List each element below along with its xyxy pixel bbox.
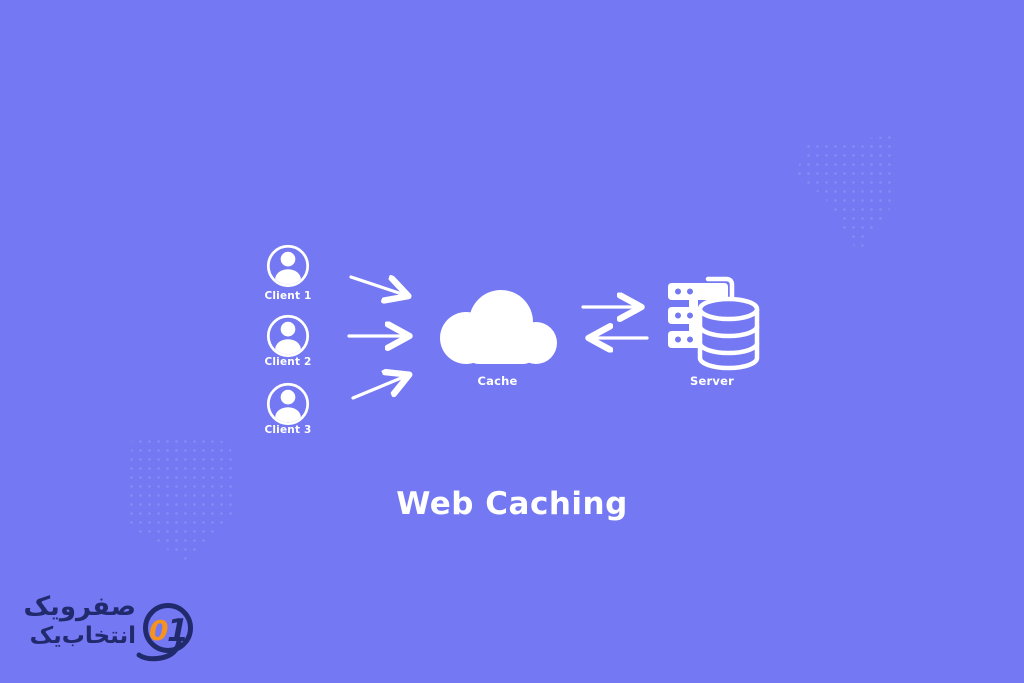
logo-wordmark: صفرویک انتخاب‌یک [22,592,136,651]
client3-node [266,382,310,426]
client3-label: Client 3 [264,424,312,436]
logo-mark: 0 1 [134,598,206,674]
page-title: Web Caching [396,486,628,522]
server-node [662,270,762,372]
cache-node [430,286,565,368]
server-rack-database-icon [668,276,760,371]
logo-text-line2: انتخاب‌یک [29,623,136,650]
logo-digit-one: 1 [167,613,189,649]
logo-text-line1: صفرویک [23,592,136,622]
arrow-client3-to-cache-icon [351,376,406,400]
server-label: Server [690,374,734,388]
client2-label: Client 2 [264,356,312,368]
client1-node [266,244,310,288]
logo-digit-zero: 0 [149,614,168,647]
zero-one-circle-icon: 0 1 [136,603,193,662]
client1-label: Client 1 [264,290,312,302]
logo-swoosh-tail [136,638,182,662]
cache-label: Cache [477,374,518,388]
user-icon [266,382,310,426]
cloud-icon [440,290,557,364]
user-icon [266,314,310,358]
client2-node [266,314,310,358]
user-icon [266,244,310,288]
arrow-client1-to-cache-icon [349,277,405,295]
